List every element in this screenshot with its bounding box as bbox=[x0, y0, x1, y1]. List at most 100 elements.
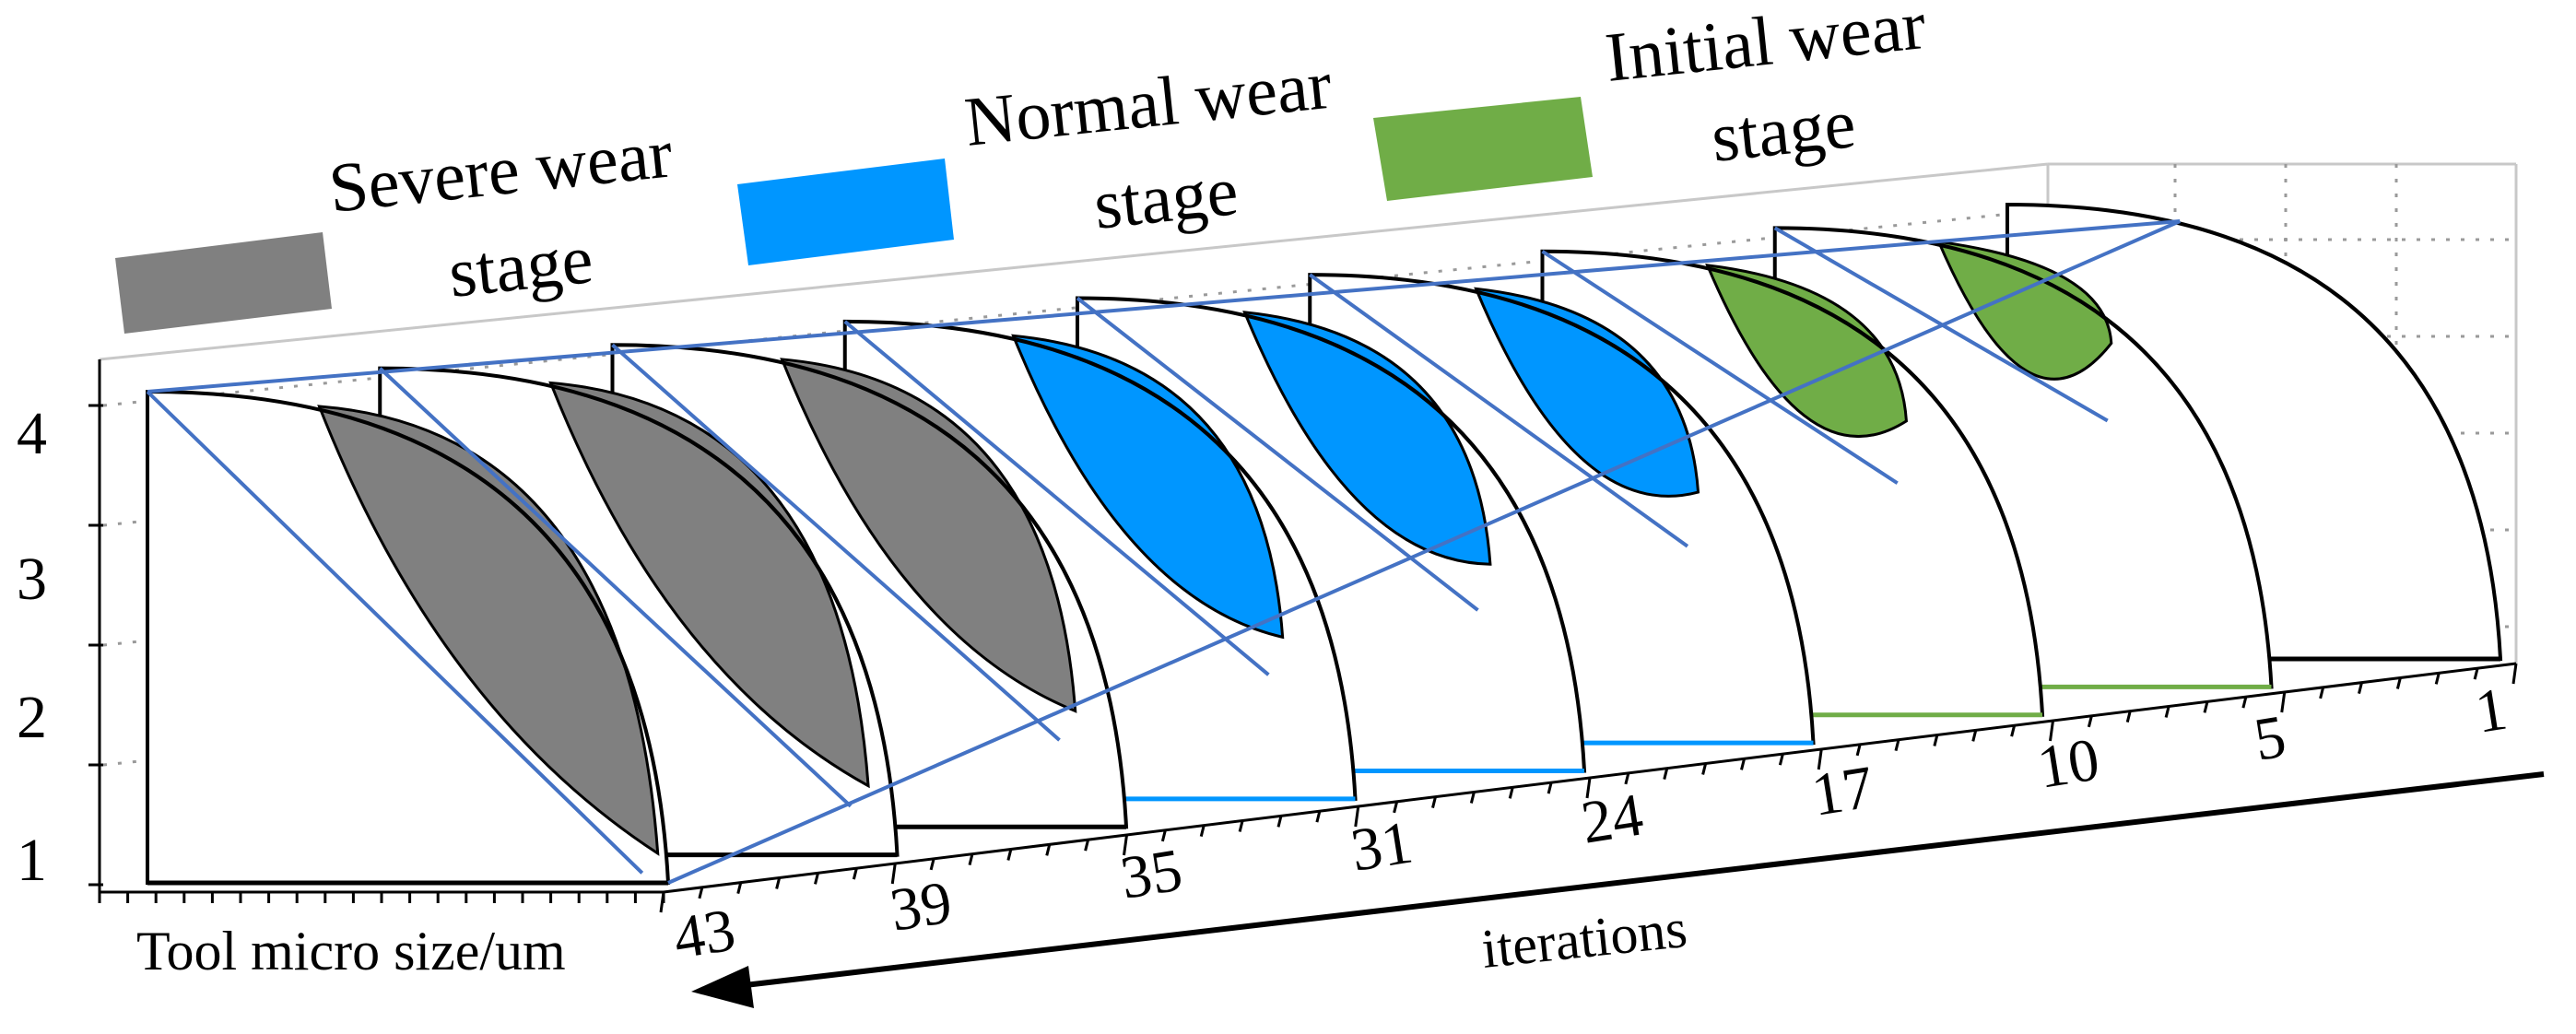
guide-bottom bbox=[667, 219, 2182, 885]
x-tick-label: 10 bbox=[2033, 725, 2104, 801]
y-axis-title: Tool micro size/um bbox=[136, 921, 566, 981]
wear-boundary-guides bbox=[146, 219, 2182, 885]
x-tick bbox=[2395, 677, 2402, 689]
x-tick bbox=[929, 858, 935, 871]
y-tick-label: 4 bbox=[17, 400, 47, 467]
legend-item-initial: Initial wear stage bbox=[1373, 0, 1929, 201]
slice-43 bbox=[146, 389, 671, 886]
x-tick bbox=[2358, 682, 2363, 695]
x-tick bbox=[1393, 801, 1399, 814]
y-tick-label: 2 bbox=[17, 684, 47, 751]
legend-label-line2: stage bbox=[1090, 152, 1241, 244]
legend-label-line1: Initial wear bbox=[1602, 0, 1929, 97]
guide-hatch bbox=[146, 390, 644, 875]
x-tick bbox=[1740, 758, 1746, 770]
y-tick-label: 3 bbox=[17, 546, 47, 613]
x-tick bbox=[1045, 843, 1052, 856]
legend-swatch-normal bbox=[737, 159, 954, 265]
wear-band-severe bbox=[317, 405, 660, 856]
x-tick-marks bbox=[98, 663, 2518, 913]
x-tick bbox=[2280, 691, 2287, 713]
x-tick bbox=[2241, 696, 2248, 709]
x-tick bbox=[2164, 706, 2170, 718]
wear-band-initial bbox=[1705, 264, 1908, 438]
slice-outline bbox=[1540, 249, 2045, 717]
x-tick bbox=[1971, 729, 1978, 742]
guide-hatch bbox=[378, 367, 853, 808]
x-tick bbox=[1663, 768, 1669, 781]
guide-hatch bbox=[1076, 296, 1479, 612]
guide-hatch bbox=[843, 320, 1270, 676]
x-tick bbox=[1431, 796, 1437, 809]
y-tick-label: 1 bbox=[17, 827, 47, 894]
x-axis-title: iterations bbox=[1478, 898, 1689, 980]
y-tick-labels: 1 2 3 4 bbox=[17, 400, 47, 894]
legend-swatch-initial bbox=[1373, 97, 1593, 201]
x-tick bbox=[2473, 667, 2479, 680]
x-tick bbox=[1624, 772, 1630, 785]
slice-outline bbox=[1308, 273, 1816, 746]
x-tick bbox=[1701, 763, 1708, 775]
x-tick-label: 24 bbox=[1577, 781, 1648, 856]
x-tick bbox=[1084, 839, 1090, 852]
x-tick-label: 39 bbox=[886, 868, 957, 944]
x-tick bbox=[1585, 777, 1592, 799]
x-tick bbox=[2203, 700, 2209, 713]
wear-band-severe bbox=[548, 381, 870, 789]
wear-band-normal bbox=[1011, 334, 1285, 640]
x-tick-label: 5 bbox=[2250, 703, 2290, 774]
x-tick bbox=[1469, 792, 1476, 804]
guide-hatch bbox=[1541, 250, 1899, 485]
x-tick bbox=[890, 863, 897, 885]
x-tick bbox=[2125, 711, 2132, 723]
x-tick bbox=[2049, 720, 2054, 742]
y-tick-marks bbox=[88, 404, 103, 887]
x-tick bbox=[1276, 815, 1283, 828]
x-tick bbox=[2319, 687, 2325, 699]
x-tick bbox=[1315, 810, 1322, 823]
x-tick bbox=[1160, 829, 1167, 842]
x-tick bbox=[698, 887, 704, 899]
legend-label-line1: Severe wear bbox=[325, 114, 676, 228]
x-tick-label: 35 bbox=[1116, 836, 1187, 911]
iterations-arrow bbox=[691, 771, 2545, 1008]
guide-hatch bbox=[1309, 273, 1689, 548]
x-tick bbox=[1817, 748, 1823, 770]
x-tick-label: 43 bbox=[669, 896, 740, 971]
wear-band-initial bbox=[1936, 240, 2113, 381]
x-tick bbox=[814, 872, 819, 885]
x-tick bbox=[1199, 825, 1206, 838]
wear-band-normal bbox=[1474, 287, 1700, 498]
x-tick bbox=[968, 853, 974, 866]
x-tick bbox=[1123, 834, 1128, 856]
slice-outline bbox=[1772, 226, 2274, 689]
legend-label-line2: stage bbox=[1708, 85, 1859, 177]
x-tick bbox=[1894, 739, 1900, 752]
legend-label-line1: Normal wear bbox=[961, 46, 1335, 161]
x-tick bbox=[1006, 849, 1013, 861]
slice-outline bbox=[146, 389, 671, 885]
guide-top bbox=[147, 219, 2181, 394]
x-tick bbox=[775, 877, 782, 889]
legend-swatch-severe bbox=[115, 232, 332, 334]
legend-item-normal: Normal wear stage bbox=[737, 46, 1335, 265]
x-tick bbox=[852, 867, 858, 880]
x-tick-label: 1 bbox=[2471, 676, 2511, 746]
x-tick bbox=[2010, 724, 2017, 737]
x-tick bbox=[2087, 715, 2093, 728]
legend-item-severe: Severe wear stage bbox=[115, 114, 676, 334]
wear-band-normal bbox=[1242, 311, 1492, 566]
slice-outline bbox=[610, 343, 1129, 829]
x-tick bbox=[1508, 786, 1514, 799]
x-tick bbox=[1238, 820, 1244, 832]
x-tick bbox=[736, 882, 743, 895]
x-tick bbox=[1547, 781, 1553, 794]
x-tick bbox=[2511, 663, 2518, 685]
wear-band-severe bbox=[780, 358, 1077, 713]
x-tick-label: 31 bbox=[1347, 808, 1417, 884]
guide-hatch bbox=[1773, 226, 2109, 423]
x-tick bbox=[2434, 672, 2441, 685]
x-tick-label: 17 bbox=[1807, 753, 1878, 828]
legend: Severe wear stage Normal wear stage Init… bbox=[115, 0, 1929, 334]
